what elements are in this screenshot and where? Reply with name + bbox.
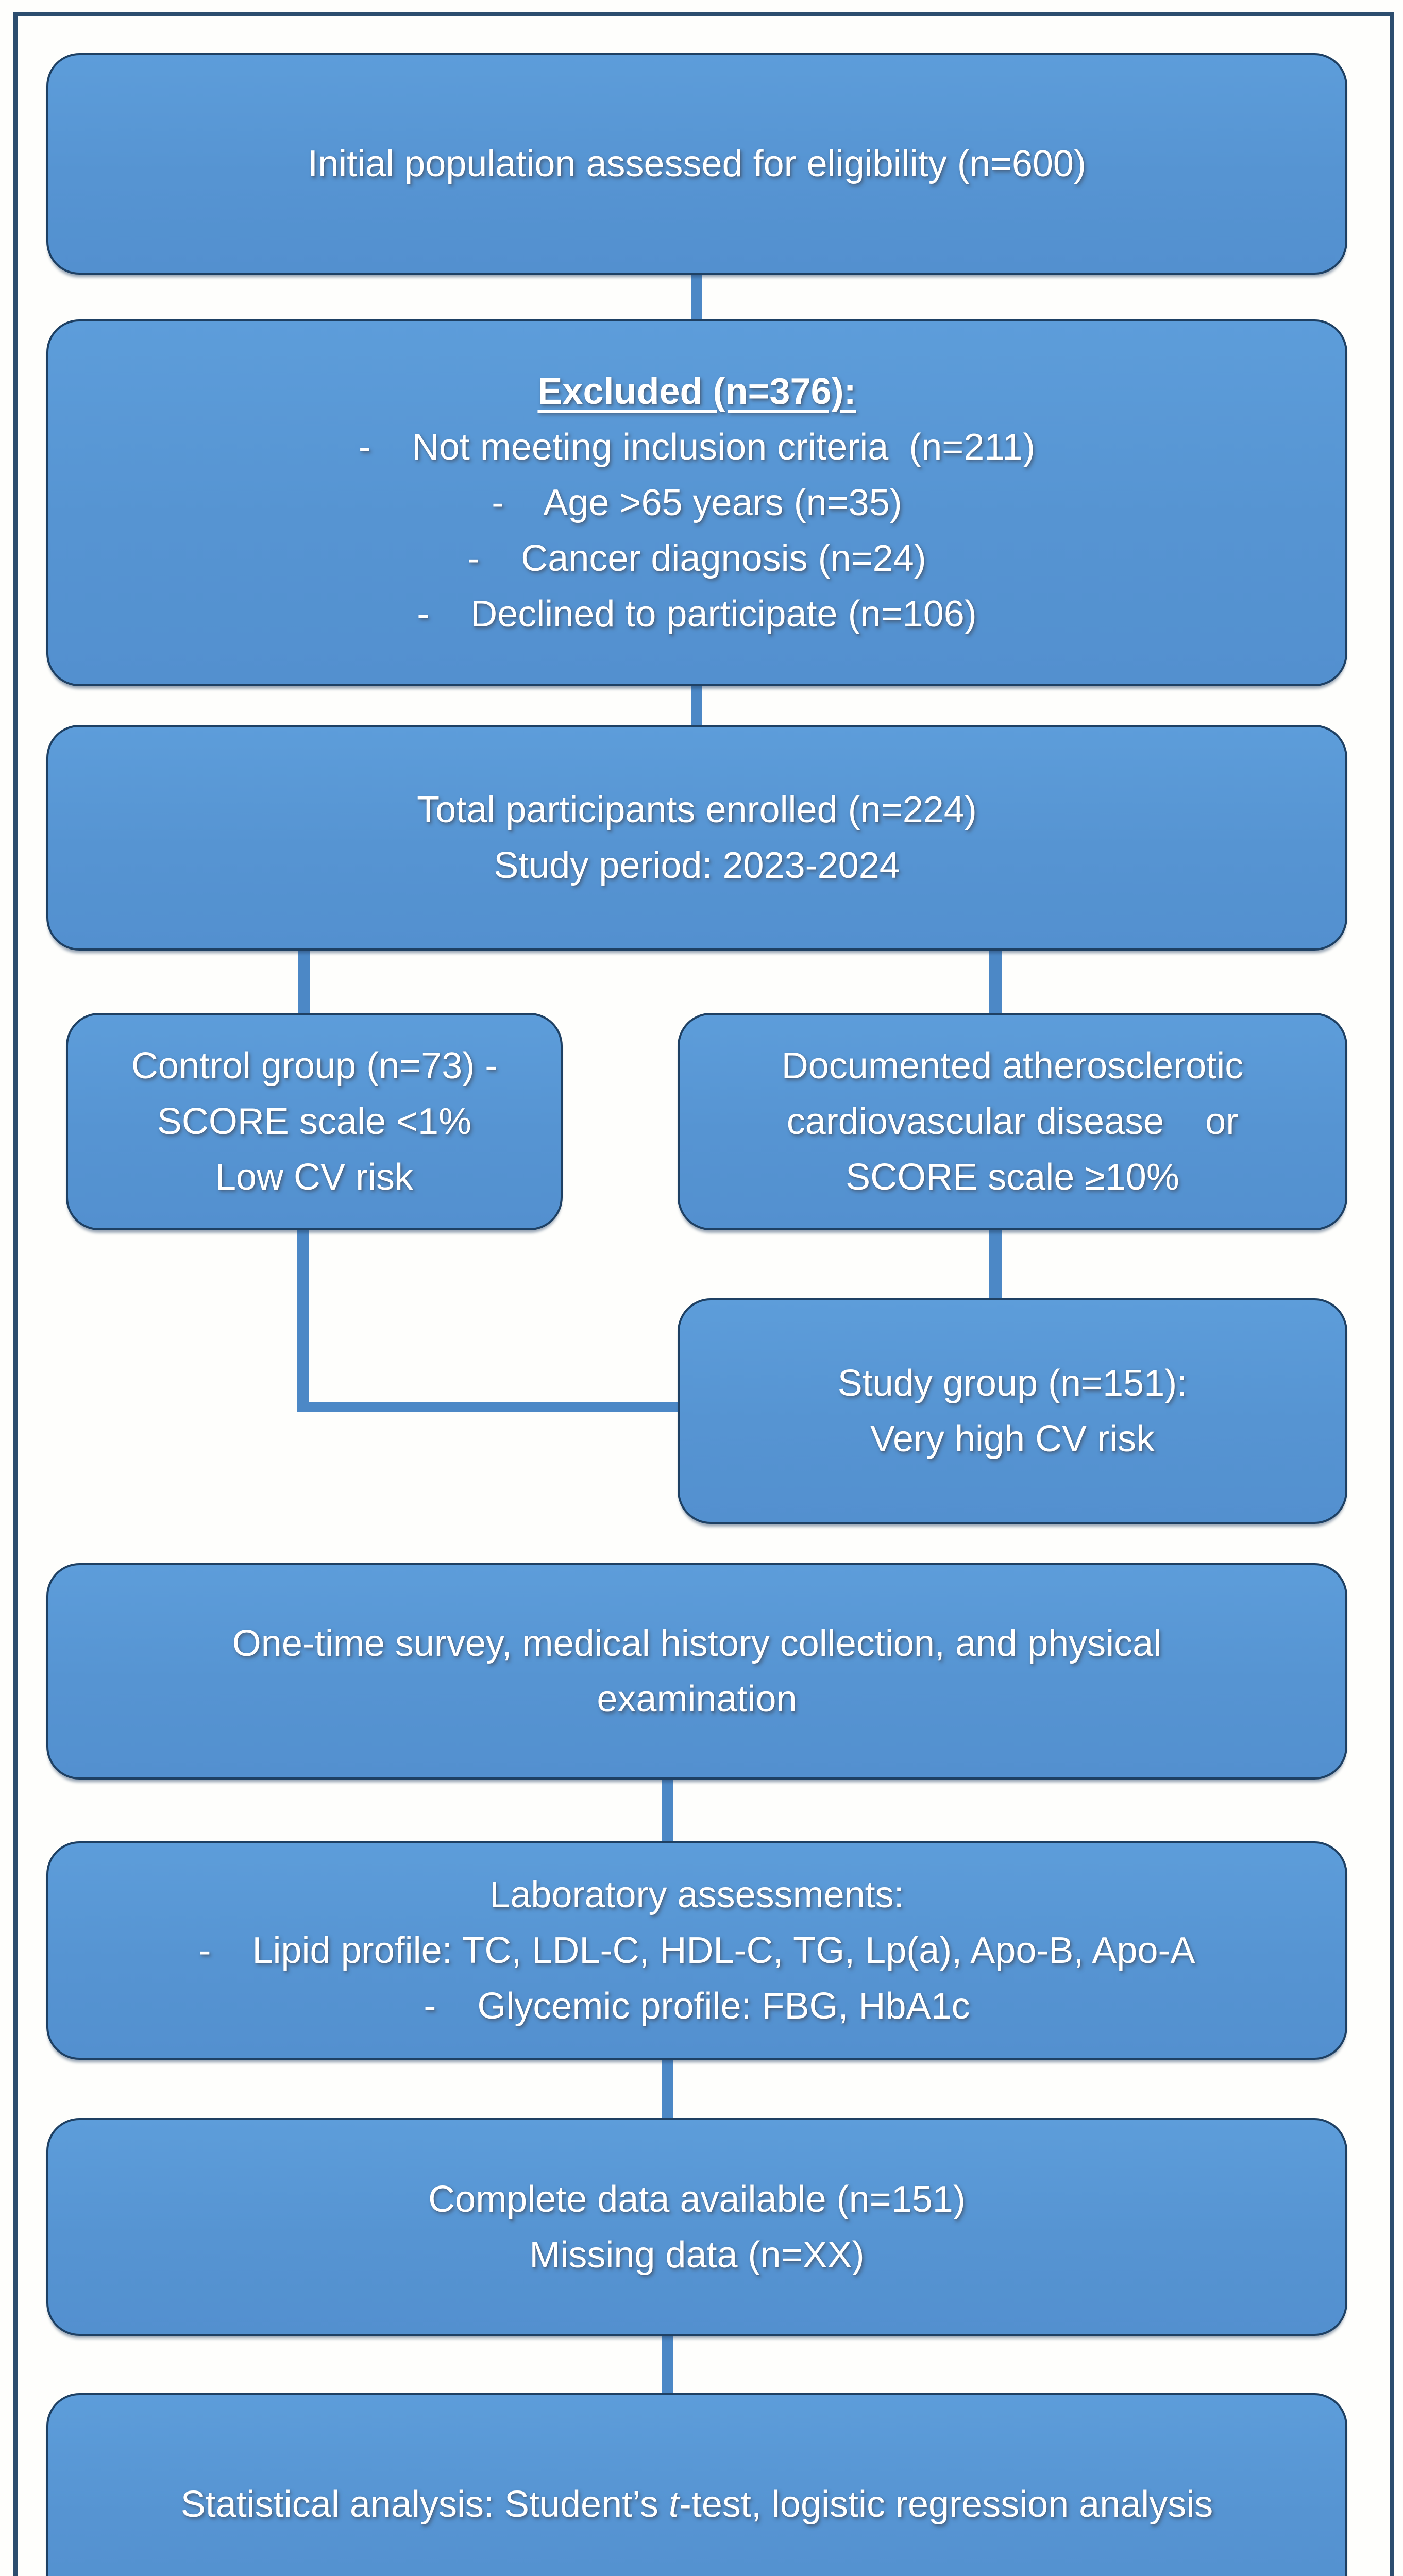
connector-complete-to-statistical	[662, 2334, 673, 2395]
node-survey-examination: One-time survey, medical history collect…	[46, 1563, 1347, 1780]
node-complete-data-line2: Missing data (n=XX)	[529, 2234, 865, 2276]
node-excluded-item: - Age >65 years (n=35)	[492, 482, 902, 523]
node-excluded-item: - Not meeting inclusion criteria (n=211)	[358, 427, 1036, 468]
node-study-group-line1: Study group (n=151):	[837, 1363, 1188, 1404]
node-laboratory-item: - Glycemic profile: FBG, HbA1c	[424, 1986, 970, 2027]
node-study-group-line2: Very high CV risk	[870, 1418, 1155, 1460]
statistical-italic-t: t	[668, 2483, 679, 2525]
node-laboratory-item: - Lipid profile: TC, LDL-C, HDL-C, TG, L…	[198, 1930, 1195, 1971]
node-excluded-item: - Cancer diagnosis (n=24)	[467, 538, 926, 579]
node-complete-data: Complete data available (n=151) Missing …	[46, 2118, 1347, 2336]
node-statistical-analysis: Statistical analysis: Student’s t-test, …	[46, 2393, 1347, 2576]
node-study-group: Study group (n=151): Very high CV risk	[678, 1298, 1347, 1524]
node-control-group-line1: Control group (n=73) -	[131, 1045, 498, 1087]
node-complete-data-line1: Complete data available (n=151)	[428, 2178, 966, 2220]
node-control-group: Control group (n=73) - SCORE scale <1% L…	[66, 1013, 563, 1230]
node-laboratory-heading: Laboratory assessments:	[489, 1874, 904, 1916]
node-initial-population: Initial population assessed for eligibil…	[46, 53, 1347, 275]
node-total-enrolled-line2: Study period: 2023-2024	[494, 845, 900, 886]
node-excluded-item: - Declined to participate (n=106)	[417, 594, 977, 635]
node-control-group-line2: SCORE scale <1%	[157, 1101, 472, 1142]
node-documented-ascvd: Documented atherosclerotic cardiovascula…	[678, 1013, 1347, 1230]
connector-survey-to-laboratory	[662, 1778, 673, 1843]
statistical-prefix: Statistical analysis: Student’s	[180, 2483, 669, 2525]
node-documented-ascvd-line2: cardiovascular disease or	[786, 1101, 1239, 1142]
connector-documented-to-study	[989, 1229, 1002, 1300]
connector-enrolled-to-documented	[989, 949, 1002, 1014]
outer-frame	[13, 12, 1394, 2576]
node-documented-ascvd-line3: SCORE scale ≥10%	[846, 1157, 1179, 1198]
node-control-group-line3: Low CV risk	[215, 1157, 414, 1198]
node-statistical-analysis-text: Statistical analysis: Student’s t-test, …	[181, 2477, 1213, 2532]
statistical-suffix: -test, logistic regression analysis	[679, 2483, 1213, 2525]
connector-enrolled-to-control	[298, 949, 310, 1014]
node-documented-ascvd-line1: Documented atherosclerotic	[781, 1045, 1244, 1087]
node-excluded-heading: Excluded (n=376):	[537, 371, 856, 412]
connector-initial-to-excluded	[691, 273, 702, 321]
node-excluded: Excluded (n=376): - Not meeting inclusio…	[46, 319, 1347, 686]
node-laboratory-assessments: Laboratory assessments: - Lipid profile:…	[46, 1841, 1347, 2060]
connector-control-elbow-horizontal	[297, 1402, 680, 1412]
node-initial-population-text: Initial population assessed for eligibil…	[308, 143, 1086, 184]
node-survey-examination-text: One-time survey, medical history collect…	[232, 1623, 1172, 1720]
node-total-enrolled: Total participants enrolled (n=224) Stud…	[46, 725, 1347, 951]
node-total-enrolled-line1: Total participants enrolled (n=224)	[417, 789, 977, 831]
connector-laboratory-to-complete	[662, 2058, 673, 2120]
connector-excluded-to-enrolled	[691, 685, 702, 726]
connector-control-elbow-vertical	[297, 1229, 309, 1412]
